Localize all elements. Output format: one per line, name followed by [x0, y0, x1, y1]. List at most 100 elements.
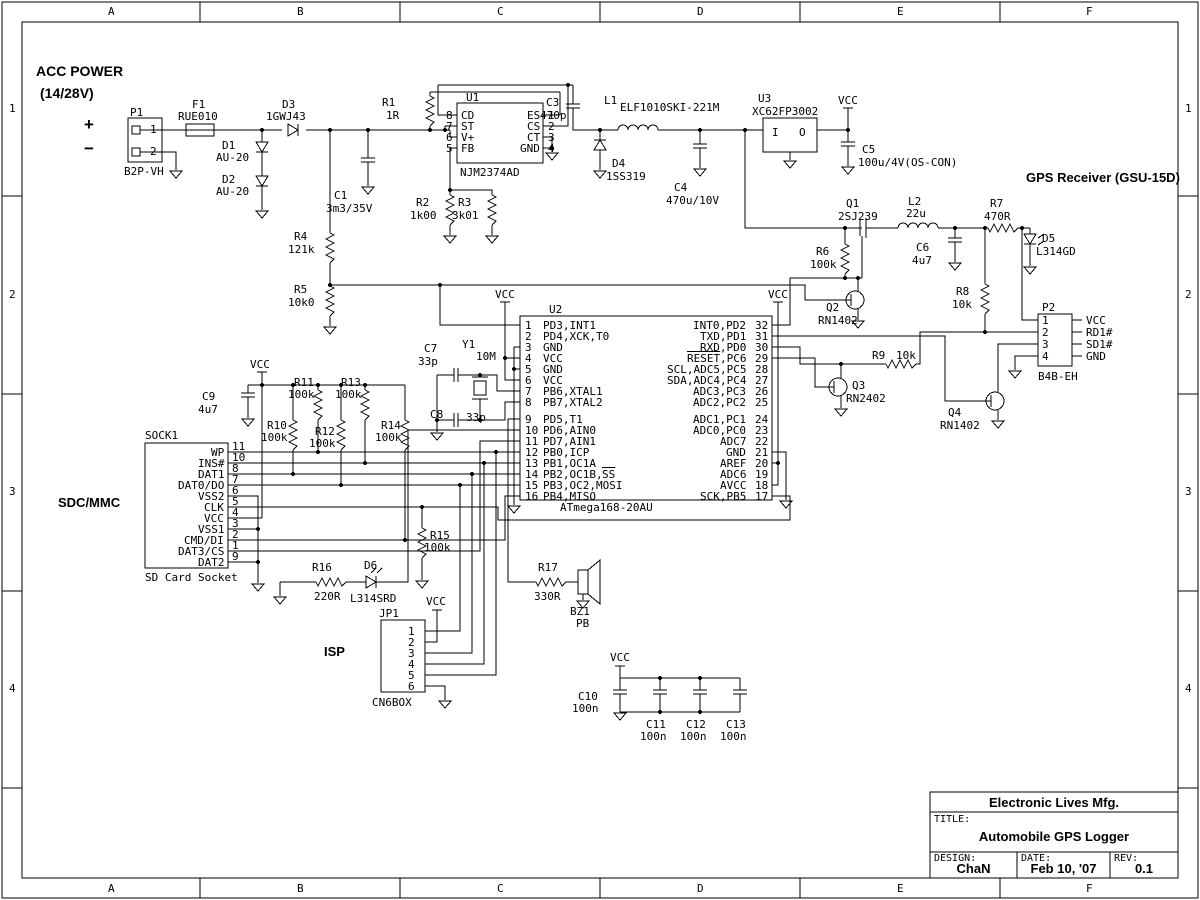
bz1-val: PB: [576, 617, 590, 630]
wires-bypass-caps: [615, 665, 741, 713]
r9-ref: R9: [872, 349, 886, 362]
q4-ref: Q4: [948, 406, 962, 419]
u2-pin24-name: ADC1,PC1: [693, 413, 746, 426]
grid-col-c-bottom: C: [497, 882, 504, 895]
c8-val: 33p: [466, 411, 486, 424]
jp1-pin2: 2: [408, 636, 415, 649]
grid-row-2-right: 2: [1185, 288, 1192, 301]
jp1-pin4: 4: [408, 658, 415, 671]
sock-pin-wp: WP: [211, 446, 225, 459]
u2-pin26-name: ADC3,PC3: [693, 385, 746, 398]
d6-val: L314SRD: [350, 592, 397, 605]
schematic-title: Automobile GPS Logger: [978, 829, 1130, 844]
r16-val: 220R: [314, 590, 341, 603]
sock-pin-dat1: DAT1: [198, 468, 225, 481]
c10-ref: C10: [578, 690, 598, 703]
jp1-ref: JP1: [379, 607, 399, 620]
u2-pin29-name-reset: RESET: [687, 352, 721, 365]
u2-pin2-name: PD4,XCK,T0: [543, 330, 610, 343]
u1-regulator-body: [456, 102, 544, 164]
r13-ref: R13: [341, 376, 361, 389]
u2-pin5-num: 5: [525, 363, 532, 376]
sock-pin-vcc: VCC: [204, 512, 224, 525]
d3-val: 1GWJ43: [266, 110, 306, 123]
minus-mark: −: [84, 139, 94, 158]
junction-dots: [256, 83, 1024, 714]
sock-pin-vss2: VSS2: [198, 490, 225, 503]
c12-val: 100n: [680, 730, 707, 743]
u2-pin17-num: 17: [755, 490, 769, 503]
u2-pin22-num: 22: [755, 435, 769, 448]
q2-ref: Q2: [826, 301, 840, 314]
sock-num-6: 6: [232, 484, 239, 497]
r17-ref: R17: [538, 561, 558, 574]
u2-pin12-num: 12: [525, 446, 539, 459]
r14-val: 100k: [375, 431, 402, 444]
d4-ref: D4: [612, 157, 626, 170]
grid-col-a-bottom: A: [108, 882, 115, 895]
grid-col-a-top: A: [108, 5, 115, 18]
u2-pin19-name: ADC6: [720, 468, 747, 481]
vcc-main: VCC: [838, 94, 858, 107]
r11-ref: R11: [294, 376, 314, 389]
sock-num-9: 9: [232, 550, 239, 563]
sock-num-5: 5: [232, 495, 239, 508]
c6-ref: C6: [916, 241, 930, 254]
grid-col-b-bottom: B: [297, 882, 304, 895]
date-value: Feb 10, '07: [1030, 861, 1097, 876]
u2-pin14-num: 14: [525, 468, 539, 481]
r3-ref: R3: [458, 196, 472, 209]
u2-pin1-num: 1: [525, 319, 532, 332]
u1-pin8-name: CD: [461, 109, 475, 122]
u2-pin21-num: 21: [755, 446, 769, 459]
u1-pin1-num: 1: [548, 109, 555, 122]
u2-pin8-num: 8: [525, 396, 532, 409]
r11-val: 100k: [288, 388, 315, 401]
u2-pin1-name: PD3,INT1: [543, 319, 596, 332]
wires-sd-isp: [228, 371, 791, 700]
u2-pin20-name: AREF: [720, 457, 747, 470]
r8-ref: R8: [956, 285, 970, 298]
r2-ref: R2: [416, 196, 430, 209]
p2-pin2-num: 2: [1042, 326, 1049, 339]
sock-pin-vss1: VSS1: [198, 523, 225, 536]
jp1-pin6: 6: [408, 680, 415, 693]
vcc-u2-right: VCC: [768, 288, 788, 301]
u1-ref: U1: [466, 91, 480, 104]
rev-label: REV:: [1114, 853, 1139, 864]
p2-pin4-num: 4: [1042, 350, 1049, 363]
l2-val: 22u: [906, 207, 926, 220]
u2-pin25-num: 25: [755, 396, 769, 409]
u2-pin7-name: PB6,XTAL1: [543, 385, 603, 398]
u2-pin22-name: ADC7: [720, 435, 747, 448]
u2-pin32-name: INT0,PD2: [693, 319, 746, 332]
vcc-u2-left: VCC: [495, 288, 515, 301]
u2-pin2-num: 2: [525, 330, 532, 343]
c4-ref: C4: [674, 181, 688, 194]
r15-val: 100k: [424, 541, 451, 554]
sock-num-8: 8: [232, 462, 239, 475]
sock-num-2: 2: [232, 528, 239, 541]
r6-val: 100k: [810, 258, 837, 271]
r15-ref: R15: [430, 529, 450, 542]
c11-val: 100n: [640, 730, 667, 743]
r12-ref: R12: [315, 425, 335, 438]
u1-pin3-name: CT: [527, 131, 541, 144]
y1-ref: Y1: [462, 338, 476, 351]
u2-pin23-name: ADC0,PC0: [693, 424, 746, 437]
u2-pin18-name: AVCC: [720, 479, 747, 492]
q1-val: 2SJ239: [838, 210, 878, 223]
u2-pin20-num: 20: [755, 457, 769, 470]
p2-pin4-name: GND: [1086, 350, 1106, 363]
u1-pin5-num: 5: [446, 142, 453, 155]
u2-pin9-name: PD5,T1: [543, 413, 583, 426]
d5-val: L314GD: [1036, 245, 1076, 258]
u2-pin31-name: TXD,PD1: [700, 330, 747, 343]
grid-row-1-right: 1: [1185, 102, 1192, 115]
u2-pin31-num: 31: [755, 330, 769, 343]
r1-val: 1R: [386, 109, 400, 122]
u2-pin26-num: 26: [755, 385, 769, 398]
u2-pin32-num: 32: [755, 319, 769, 332]
